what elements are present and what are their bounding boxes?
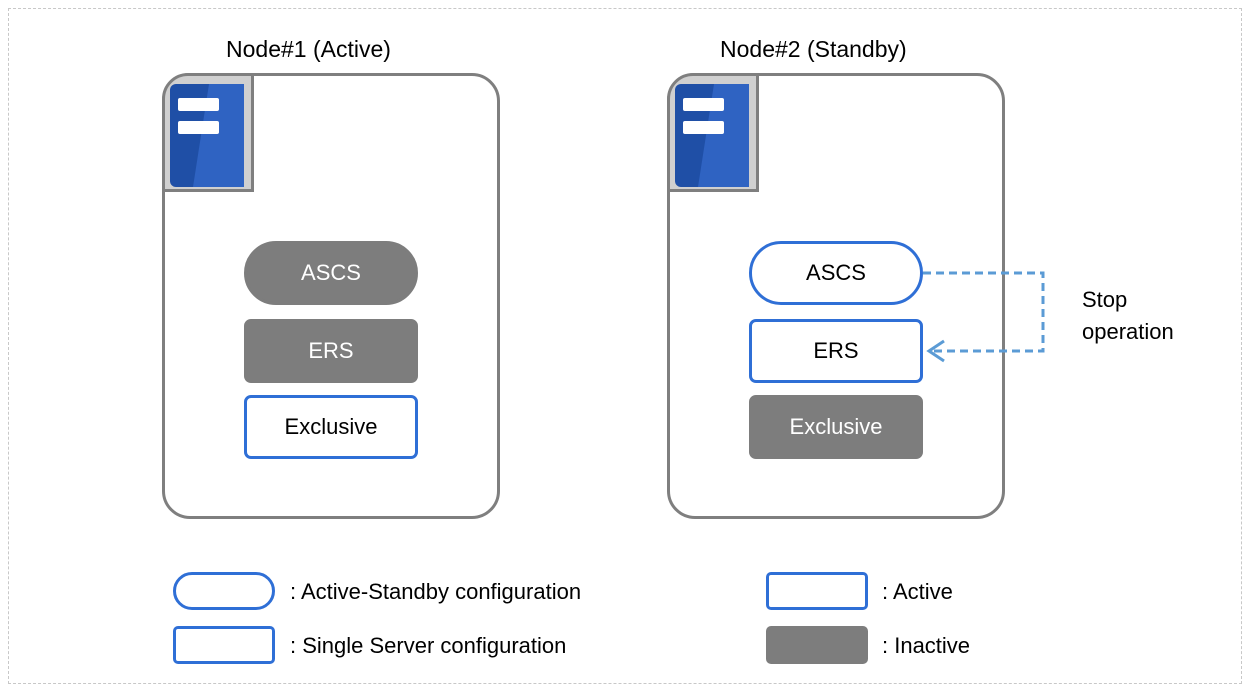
stop-operation-line1: Stop [1082, 287, 1128, 312]
node2-exclusive: Exclusive [749, 395, 923, 459]
node1-server-frame [162, 73, 254, 192]
node1-ascs: ASCS [244, 241, 418, 305]
node2-server-frame [667, 73, 759, 192]
node1-title: Node#1 (Active) [226, 36, 391, 62]
stop-operation-line2: operation [1082, 319, 1174, 344]
diagram-frame [8, 8, 1242, 684]
server-icon [675, 84, 749, 187]
node2-title: Node#2 (Standby) [720, 36, 907, 62]
legend-inactive-label: : Inactive [882, 633, 971, 658]
node1-exclusive: Exclusive [244, 395, 418, 459]
legend-active-standby-label: : Active-Standby configuration [290, 579, 582, 604]
legend-single-server-swatch [173, 626, 275, 664]
legend-single-server-label: : Single Server configuration [290, 633, 567, 658]
node1-ers: ERS [244, 319, 418, 383]
node2-ascs: ASCS [749, 241, 923, 305]
legend-active-standby-swatch [173, 572, 275, 610]
stop-operation-label: Stop operation [1082, 284, 1174, 348]
legend-active-swatch [766, 572, 868, 610]
node2-ers: ERS [749, 319, 923, 383]
server-icon [170, 84, 244, 187]
legend-active-label: : Active [882, 579, 953, 604]
legend-inactive-swatch [766, 626, 868, 664]
